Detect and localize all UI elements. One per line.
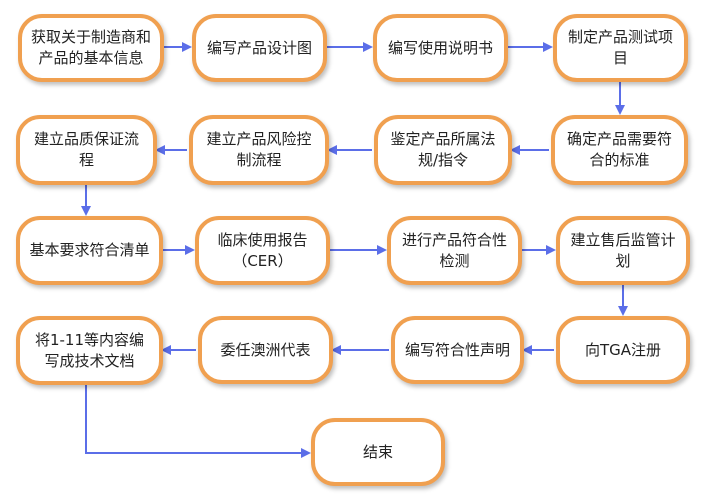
step-label-end: 结束 (362, 442, 393, 461)
step-label-2: 编写产品设计图 (206, 38, 312, 57)
step-box-6: 鉴定产品所属法规/指令 (374, 115, 512, 185)
step-label-16: 将1-11等内容编写成技术文档 (34, 330, 145, 370)
step-label-9: 基本要求符合清单 (29, 241, 150, 259)
step-label-10: 临床使用报告（CER） (217, 230, 308, 270)
step-box-3: 编写使用说明书 (373, 14, 508, 82)
step-box-9: 基本要求符合清单 (16, 216, 163, 285)
step-box-13: 向TGA注册 (556, 316, 690, 384)
step-label-8: 建立品质保证流程 (33, 130, 139, 169)
step-box-16: 将1-11等内容编写成技术文档 (16, 316, 163, 385)
step-box-7: 建立产品风险控制流程 (189, 115, 329, 185)
step-label-15: 委任澳洲代表 (220, 340, 311, 359)
step-box-10: 临床使用报告（CER） (195, 216, 330, 285)
step-label-14: 编写符合性声明 (404, 340, 510, 359)
step-label-5: 确定产品需要符合的标准 (566, 130, 672, 169)
arrow-16-17 (85, 385, 311, 458)
step-box-5: 确定产品需要符合的标准 (551, 115, 688, 185)
step-label-13: 向TGA注册 (584, 340, 662, 359)
step-label-4: 制定产品测试项目 (567, 28, 673, 67)
step-label-3: 编写使用说明书 (387, 38, 493, 57)
step-box-15: 委任澳洲代表 (198, 316, 333, 384)
step-box-1: 获取关于制造商和产品的基本信息 (18, 14, 164, 82)
step-box-2: 编写产品设计图 (192, 14, 327, 82)
step-label-6: 鉴定产品所属法规/指令 (390, 130, 496, 169)
step-label-1: 获取关于制造商和产品的基本信息 (30, 28, 151, 67)
step-label-11: 进行产品符合性检测 (401, 230, 507, 270)
step-box-8: 建立品质保证流程 (16, 115, 157, 185)
step-box-14: 编写符合性声明 (391, 316, 524, 384)
step-label-7: 建立产品风险控制流程 (206, 130, 312, 169)
step-box-4: 制定产品测试项目 (553, 14, 688, 82)
step-box-11: 进行产品符合性检测 (387, 216, 522, 285)
step-box-12: 建立售后监管计划 (556, 216, 690, 285)
step-box-end: 结束 (311, 418, 445, 486)
step-label-12: 建立售后监管计划 (570, 230, 676, 270)
